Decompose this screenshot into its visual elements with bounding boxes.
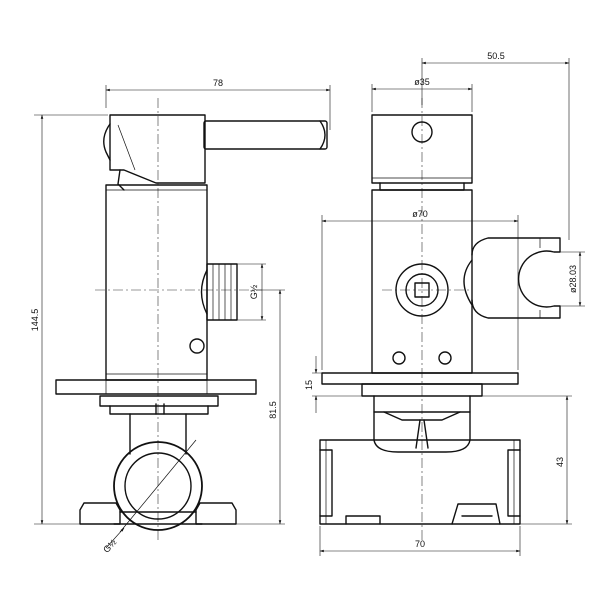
side-outlet-thread: [200, 263, 238, 321]
side-wall-plate: [55, 379, 257, 395]
dim-body-width: 70: [319, 526, 521, 556]
front-holder: [463, 237, 561, 319]
dim-label-inlet-thread: G½: [101, 537, 118, 555]
side-inlet: [113, 439, 203, 533]
dim-handle-dia: ø35: [371, 77, 473, 112]
dim-lower-81-5: 81.5: [236, 289, 285, 525]
dim-label-50-5: 50.5: [487, 51, 505, 61]
dim-label-plate-thickness: 15: [304, 380, 314, 390]
front-lower-body: [319, 439, 521, 525]
front-view: 50.5 ø35 ø70 ø28.03 15: [304, 51, 585, 556]
dim-inlet-thread: G½: [101, 527, 125, 555]
dim-width-78: 78: [105, 78, 331, 130]
dim-label-body-width: 70: [415, 539, 425, 549]
dim-label-78: 78: [213, 78, 223, 88]
front-plug-right: [438, 351, 452, 365]
side-stem: [129, 413, 187, 455]
dim-outlet-thread: G½: [237, 263, 266, 321]
dim-label-plate-dia: ø70: [412, 209, 428, 219]
dim-plate-thickness: 15: [304, 356, 380, 413]
front-plug-left: [392, 351, 406, 365]
side-handle-lever: [203, 120, 328, 150]
side-plug: [189, 338, 205, 354]
dim-holder-dia: ø28.03: [560, 251, 585, 307]
dim-offset-50-5: 50.5: [421, 51, 570, 240]
dim-height-144-5: 144.5: [30, 114, 108, 525]
dim-label-body-height: 43: [555, 457, 565, 467]
dim-label-handle-dia: ø35: [414, 77, 430, 87]
front-wall-plate: [321, 372, 519, 385]
side-view: 78 144.5 81.5 G½ G½: [30, 78, 331, 555]
side-connector: [99, 395, 219, 415]
dim-plate-dia: ø70: [321, 209, 519, 370]
side-handle-hub: [103, 114, 206, 191]
front-outlet: [395, 263, 449, 317]
dim-body-height: 43: [474, 395, 572, 525]
dim-label-81-5: 81.5: [268, 401, 278, 419]
dim-label-144-5: 144.5: [30, 309, 40, 332]
dim-label-outlet-thread: G½: [249, 284, 259, 299]
dim-label-holder-dia: ø28.03: [568, 265, 578, 293]
